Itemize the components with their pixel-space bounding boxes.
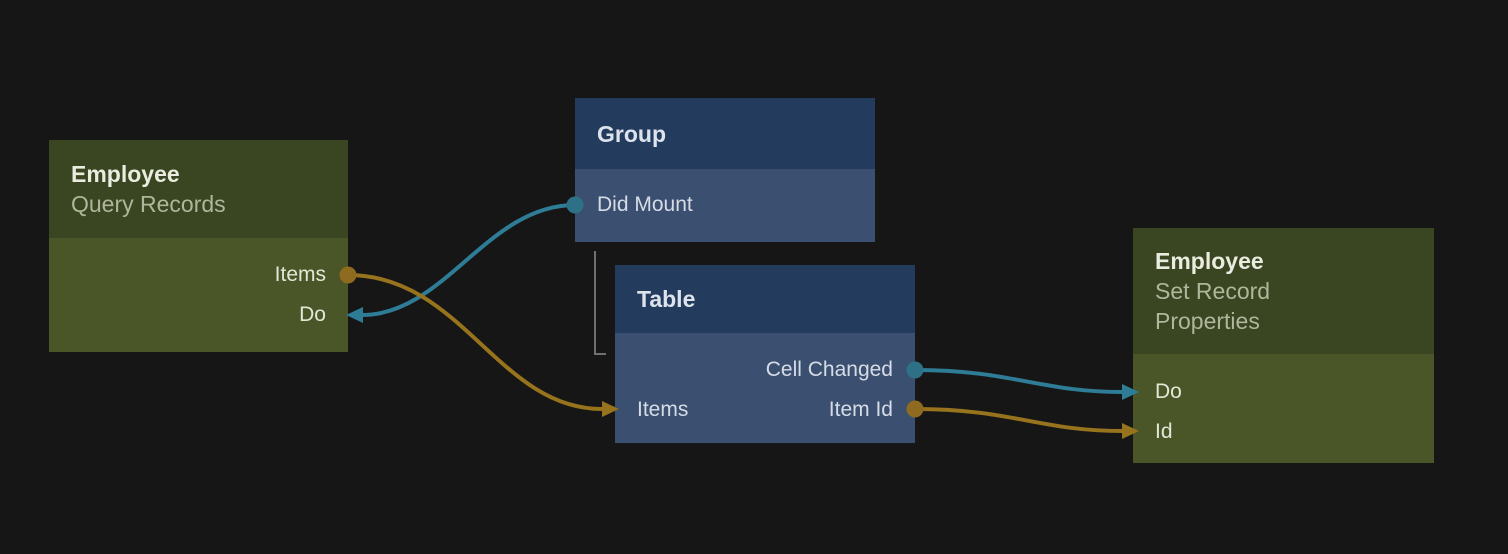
node-title: Table [637,286,696,312]
port-label-items-input: Items [637,398,689,421]
port-label: Cell Changed [765,358,893,381]
node-title: Employee [71,161,180,187]
port-items-output[interactable]: Items [49,255,348,295]
port-do-input[interactable]: Do [49,295,348,335]
node-header: Employee Query Records [49,140,348,238]
port-did-mount-output[interactable]: Did Mount [575,185,875,225]
node-table[interactable]: Table Cell Changed Items Item Id [615,265,915,443]
port-label: Do [299,303,326,326]
wire-cell-changed-to-do[interactable] [913,368,1124,394]
node-subtitle: Set Record Properties [1155,278,1271,334]
port-row-items-itemid[interactable]: Items Item Id [615,390,915,430]
port-do-input[interactable]: Do [1133,372,1434,412]
node-employee-query-records[interactable]: Employee Query Records Items Do [49,140,348,352]
port-label-item-id-output: Item Id [828,398,893,421]
node-subtitle: Query Records [71,191,226,217]
node-header: Group [575,98,875,169]
node-header: Employee Set Record Properties [1133,228,1434,354]
port-label: Id [1155,420,1173,443]
port-label: Items [274,263,326,286]
node-body: Do Id [1133,354,1434,463]
hierarchy-line-group-to-table [594,251,606,355]
port-id-input[interactable]: Id [1133,412,1434,452]
node-employee-set-record-properties[interactable]: Employee Set Record Properties Do Id [1133,228,1434,463]
port-label: Do [1155,380,1182,403]
node-group[interactable]: Group Did Mount [575,98,875,242]
port-label: Did Mount [597,193,693,216]
arrowhead-do-input [346,307,363,323]
node-body: Items Do [49,238,348,352]
wire-item-id-to-id[interactable] [913,407,1124,433]
port-cell-changed-output[interactable]: Cell Changed [615,350,915,390]
wire-items-to-table-items[interactable] [346,273,604,411]
node-title: Employee [1155,248,1264,274]
node-body: Did Mount [575,169,875,242]
node-body: Cell Changed Items Item Id [615,333,915,443]
node-title: Group [597,120,666,147]
node-header: Table [615,265,915,333]
wire-did-mount-to-do[interactable] [360,203,577,317]
